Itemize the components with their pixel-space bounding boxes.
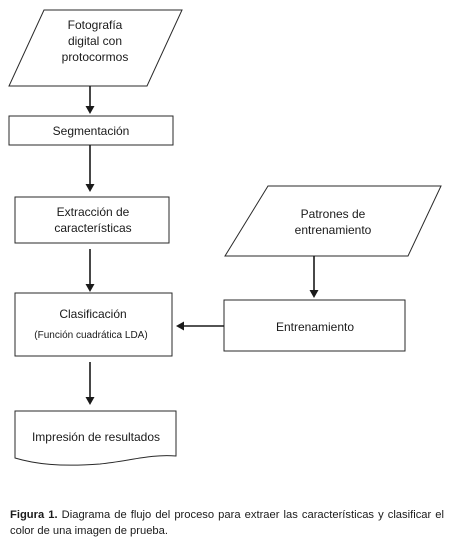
training-patterns-shape (224, 185, 442, 257)
figure-caption-text: Diagrama de flujo del proceso para extra… (10, 509, 445, 537)
input-photo-shape (8, 9, 183, 87)
node-classification: Clasificación (Función cuadrática LDA) (14, 292, 173, 357)
results-printout-shape (14, 410, 177, 466)
training-label: Entrenamiento (276, 320, 354, 334)
arrow-photo-to-segmentation (85, 86, 95, 114)
training-patterns-label-line-2: entrenamiento (295, 223, 372, 237)
figure-caption: Figura 1. Diagrama de flujo del proceso … (10, 508, 444, 539)
input-photo-label-line-2: digital con (68, 34, 122, 48)
flowchart: Fotografía digital con protocormos Segme… (8, 9, 442, 466)
classification-shape (14, 292, 173, 357)
arrow-extraction-to-classification (85, 249, 95, 292)
feature-extraction-shape (14, 196, 170, 244)
training-shape (223, 299, 406, 352)
node-segmentation: Segmentación (8, 115, 174, 146)
arrow-training-to-classification (176, 321, 224, 331)
segmentation-shape (8, 115, 174, 146)
arrow-patterns-to-training (309, 256, 319, 298)
node-feature-extraction: Extracción de características (14, 196, 170, 244)
results-printout-label: Impresión de resultados (32, 430, 160, 444)
node-results-printout: Impresión de resultados (14, 410, 177, 466)
node-training: Entrenamiento (223, 299, 406, 352)
training-patterns-label-line-1: Patrones de (301, 207, 366, 221)
node-training-patterns: Patrones de entrenamiento (224, 185, 442, 257)
segmentation-label: Segmentación (53, 124, 130, 138)
arrow-classification-to-results (85, 362, 95, 405)
classification-label-line-1: Clasificación (59, 307, 126, 321)
feature-extraction-label-line-2: características (54, 221, 131, 235)
arrow-segmentation-to-extraction (85, 145, 95, 192)
node-input-photo: Fotografía digital con protocormos (8, 9, 183, 87)
feature-extraction-label-line-1: Extracción de (57, 205, 130, 219)
input-photo-label-line-1: Fotografía (68, 18, 123, 32)
input-photo-label-line-3: protocormos (62, 50, 129, 64)
classification-label-line-2: (Función cuadrática LDA) (34, 330, 147, 341)
figure-caption-label: Figura 1. (10, 509, 58, 521)
